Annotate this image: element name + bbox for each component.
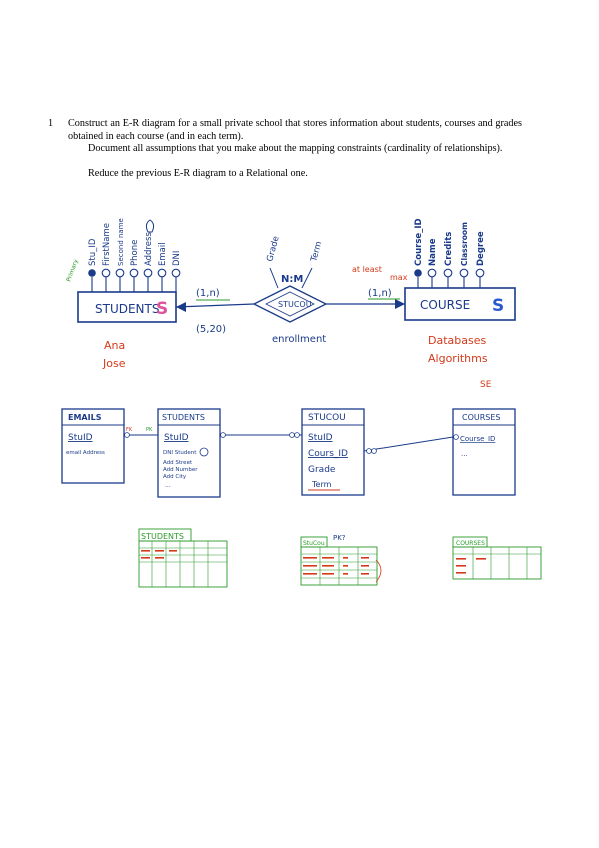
courses-title: COURSES	[462, 413, 501, 422]
attr-second-name: Second name	[117, 218, 125, 266]
stucou-courses-link	[363, 436, 454, 452]
attr-degree: Degree	[476, 231, 486, 266]
students-field-more: ...	[165, 482, 171, 489]
stucou-field-term: Term	[311, 480, 332, 489]
courses-sample-table: COURSES	[452, 536, 542, 580]
stucou-title: STUCOU	[308, 413, 346, 423]
stucou-field-grade: Grade	[308, 465, 336, 475]
stucou-courses-end-2	[371, 448, 377, 454]
students-entity-label: STUDENTS	[95, 302, 159, 316]
stucou-link-end-2	[294, 432, 300, 438]
dni-unique-mark	[199, 447, 209, 457]
students-link-end	[220, 432, 226, 438]
stucou-sample-bracket	[375, 559, 382, 583]
emails-title: EMAILS	[68, 413, 102, 422]
question-text: Construct an E-R diagram for a small pri…	[68, 118, 522, 142]
course-attribute-circles	[427, 268, 485, 278]
primary-key-note: Primary	[65, 258, 80, 283]
example-student-1: Ana	[104, 339, 125, 352]
students-field-city: Add City	[163, 474, 187, 480]
attr-dni: DNI	[172, 251, 182, 266]
attr-credits: Credits	[444, 232, 454, 266]
emails-field-address: email Address	[66, 450, 105, 456]
pk-question: PK?	[333, 534, 346, 542]
students-sample-title: STUDENTS	[141, 532, 184, 541]
note-at-least: at least	[352, 265, 382, 274]
stucou-sample-table: StuCou PK?	[300, 534, 382, 586]
course-attribute-stems	[417, 277, 481, 288]
card-students-top: (1,n)	[196, 288, 220, 299]
attr-course-id: Course_ID	[414, 218, 424, 266]
students-field-street: Add Street	[163, 460, 193, 466]
stucou-link-end-1	[289, 432, 295, 438]
example-course-2: Algorithms	[428, 352, 488, 365]
students-field-stuid: StuID	[164, 433, 189, 443]
attr-firstname: FirstName	[102, 223, 112, 266]
example-course-more: SE	[480, 380, 492, 390]
courses-sample-title: COURSES	[456, 540, 485, 547]
stucou-sample-title: StuCou	[303, 540, 325, 547]
attr-classroom: Classroom	[460, 222, 469, 266]
pk-label: PK	[146, 427, 153, 433]
relationship-caption: enrollment	[272, 334, 326, 345]
question-reduce: Reduce the previous E-R diagram to a Rel…	[88, 168, 308, 179]
courses-field-id: Course_ID	[460, 435, 495, 443]
emails-table-box	[61, 408, 125, 484]
question-assumptions: Document all assumptions that you make a…	[88, 143, 503, 154]
student-attribute-stems	[91, 277, 177, 292]
example-student-2: Jose	[102, 357, 126, 370]
attr-stu-id: Stu_ID	[88, 238, 98, 266]
courses-table-box	[452, 408, 516, 496]
students-link	[175, 303, 255, 308]
students-field-dni: DNI Student	[163, 450, 197, 456]
course-key-dot	[414, 269, 422, 277]
stucou-field-stuid: StuID	[308, 433, 333, 443]
rel-attr-term: Term	[309, 240, 324, 263]
attr-address: Address	[144, 232, 154, 266]
fk-label: FK	[126, 427, 133, 433]
example-course-1: Databases	[428, 334, 486, 347]
attr-email: Email	[158, 242, 168, 266]
emails-field-stuid: StuID	[68, 433, 93, 443]
attr-course-name: Name	[428, 238, 438, 266]
stucou-relationship-diamond	[252, 285, 328, 323]
question-number: 1	[48, 118, 54, 129]
course-entity-box	[404, 287, 516, 321]
note-max: max	[390, 273, 408, 282]
courses-link-end	[453, 434, 459, 440]
cardinality-nm: N:M	[281, 274, 303, 285]
attr-key-dot	[88, 269, 96, 277]
stucou-relationship-label: STUCOU	[278, 300, 312, 309]
students-table-box	[157, 408, 221, 498]
emails-link-end	[124, 432, 130, 438]
card-students-bottom: (5,20)	[196, 324, 226, 335]
courses-field-more: ...	[461, 450, 468, 458]
card-course: (1,n)	[368, 288, 392, 299]
students-arrow	[176, 302, 186, 312]
stucou-courses-end-1	[366, 448, 372, 454]
attr-phone: Phone	[130, 240, 140, 266]
course-arrow	[395, 299, 405, 309]
students-field-number: Add Number	[163, 467, 198, 473]
student-attribute-circles	[101, 268, 181, 278]
rel-attr-grade: Grade	[265, 235, 281, 263]
grade-stem	[269, 267, 279, 289]
students-sample-table: STUDENTS	[138, 528, 228, 588]
students-s-mark: S	[156, 299, 168, 319]
term-stem	[301, 267, 313, 289]
students-title: STUDENTS	[162, 413, 205, 422]
stucou-inner-diamond	[265, 291, 315, 317]
course-s-mark: S	[492, 296, 504, 316]
course-entity-label: COURSE	[420, 298, 470, 312]
stucou-field-courseid: Cours_ID	[308, 449, 348, 459]
address-composite-mark	[145, 219, 155, 233]
stucou-table-box	[301, 408, 365, 496]
